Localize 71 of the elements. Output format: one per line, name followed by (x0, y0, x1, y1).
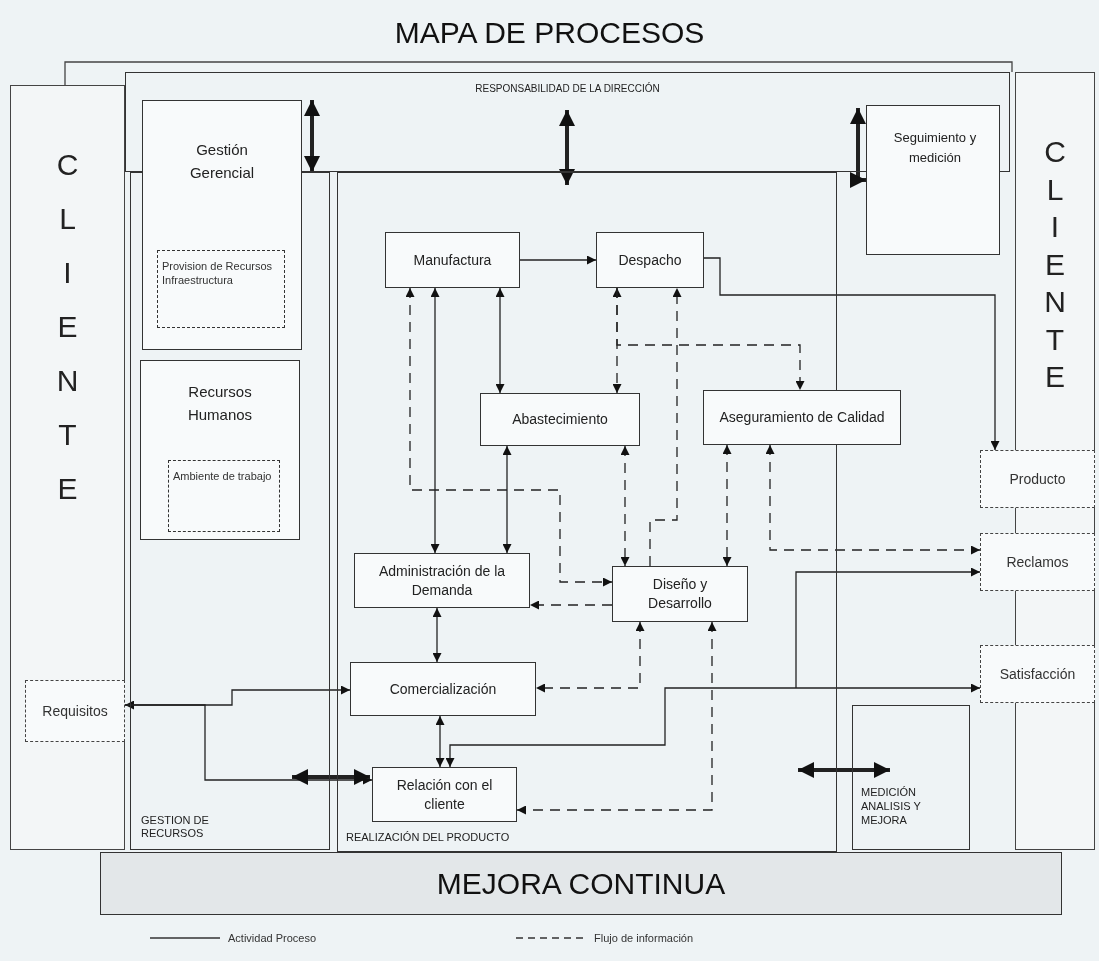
process-box (385, 232, 520, 288)
box-heading: Seguimiento y medición (892, 129, 978, 167)
legend-label: Actividad Proceso (228, 931, 317, 946)
arrow (405, 287, 613, 587)
dashed-box (980, 645, 1095, 703)
box-label: Aseguramiento de Calidad (719, 408, 885, 427)
box-label: Diseño y Desarrollo (647, 575, 713, 613)
box-label: Requisitos (42, 701, 108, 721)
arrow (124, 704, 373, 785)
band (100, 852, 1062, 915)
dashed-box (168, 460, 280, 532)
box-label: Abastecimiento (512, 410, 608, 429)
process-box (350, 662, 536, 716)
arrow (649, 287, 682, 567)
process-box (596, 232, 704, 288)
arrow (445, 683, 981, 768)
arrow (616, 287, 805, 391)
arrow (519, 255, 597, 265)
dashed-box (157, 250, 285, 328)
legend-label: Flujo de información (594, 931, 694, 946)
box-label: Despacho (618, 250, 682, 270)
process-box (612, 566, 748, 622)
box-label: Manufactura (413, 250, 492, 270)
arrow (516, 621, 717, 815)
frame-label: RESPONSABILIDAD DE LA DIRECCIÓN (474, 81, 661, 96)
dashed-box (980, 533, 1095, 591)
box-label: Provision de Recursos Infraestructura (162, 259, 274, 288)
vertical-label: CLIENTE (56, 147, 79, 507)
process-box (354, 553, 530, 608)
arrow (765, 444, 981, 555)
frame-label: MEDICIÓN ANALISIS Y MEJORA (861, 786, 922, 828)
arrow (703, 257, 1000, 451)
box-heading: Gestión Gerencial (188, 140, 256, 183)
dashed-box (980, 450, 1095, 508)
arrow (435, 715, 445, 768)
box-label: Administración de la Demanda (377, 561, 507, 600)
process-group-frame (337, 172, 837, 852)
box-label: Relación con el cliente (395, 775, 494, 814)
box-label: Reclamos (1006, 552, 1069, 572)
process-box (480, 393, 640, 446)
vertical-label: CLIENTE (1043, 134, 1067, 395)
arrow (850, 108, 866, 188)
box-label: Comercialización (389, 679, 497, 699)
box-heading: Recursos Humanos (186, 382, 254, 425)
box-label: Ambiente de trabajo (173, 469, 273, 484)
arrow (495, 287, 505, 394)
process-group-frame (852, 705, 970, 850)
arrow (535, 621, 645, 693)
diagram-title: MAPA DE PROCESOS (393, 18, 706, 48)
arrow (430, 287, 440, 554)
arrow (620, 445, 630, 567)
arrow (559, 110, 575, 185)
process-box (866, 105, 1000, 255)
arrow (529, 600, 613, 610)
box-label: Producto (1009, 469, 1066, 489)
frame-label: REALIZACIÓN DEL PRODUCTO (346, 829, 510, 845)
arrow (502, 445, 512, 554)
arrow (432, 607, 442, 663)
process-box (372, 767, 517, 822)
box-label: Satisfacción (999, 664, 1076, 684)
band-label: MEJORA CONTINUA (436, 866, 726, 902)
dashed-box (25, 680, 125, 742)
frame-label: GESTION DE RECURSOS (141, 813, 210, 841)
arrow (795, 567, 981, 689)
arrow (292, 769, 370, 785)
process-box (703, 390, 901, 445)
arrow (798, 762, 890, 778)
arrow (304, 100, 320, 172)
process-box (140, 360, 300, 540)
arrow (722, 444, 732, 567)
client-panel (10, 85, 125, 850)
